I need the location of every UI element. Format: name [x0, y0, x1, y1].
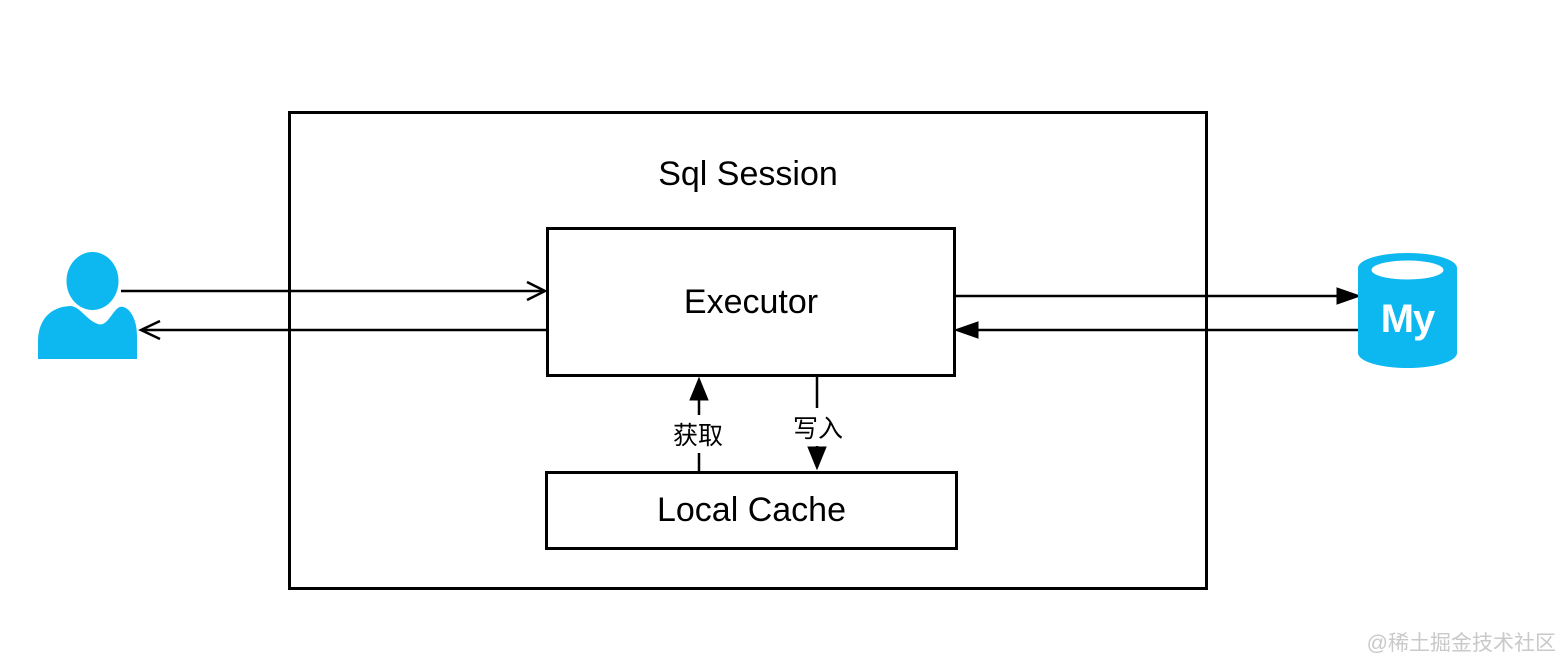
sql-session-label: Sql Session [658, 155, 838, 193]
watermark: @稀土掘金技术社区 [1366, 632, 1556, 655]
mysql-label: My [1381, 297, 1436, 341]
mysql-cylinder-top-highlight [1371, 260, 1444, 280]
user-icon [38, 252, 137, 359]
arrow-mysql-to-executor [953, 321, 1358, 339]
local-cache-box: Local Cache [545, 471, 958, 550]
arrow-executor-to-user [138, 319, 546, 341]
fetch-arrow-label: 获取 [669, 415, 727, 453]
sql-session-box [288, 111, 1208, 590]
mysql-database-icon: My [1358, 253, 1457, 369]
arrow-user-to-executor [121, 280, 548, 302]
executor-box: Executor [546, 227, 956, 377]
local-cache-label: Local Cache [656, 491, 846, 529]
write-arrow-label: 写入 [789, 408, 847, 446]
executor-label: Executor [683, 282, 819, 321]
arrow-executor-to-mysql [956, 287, 1362, 305]
